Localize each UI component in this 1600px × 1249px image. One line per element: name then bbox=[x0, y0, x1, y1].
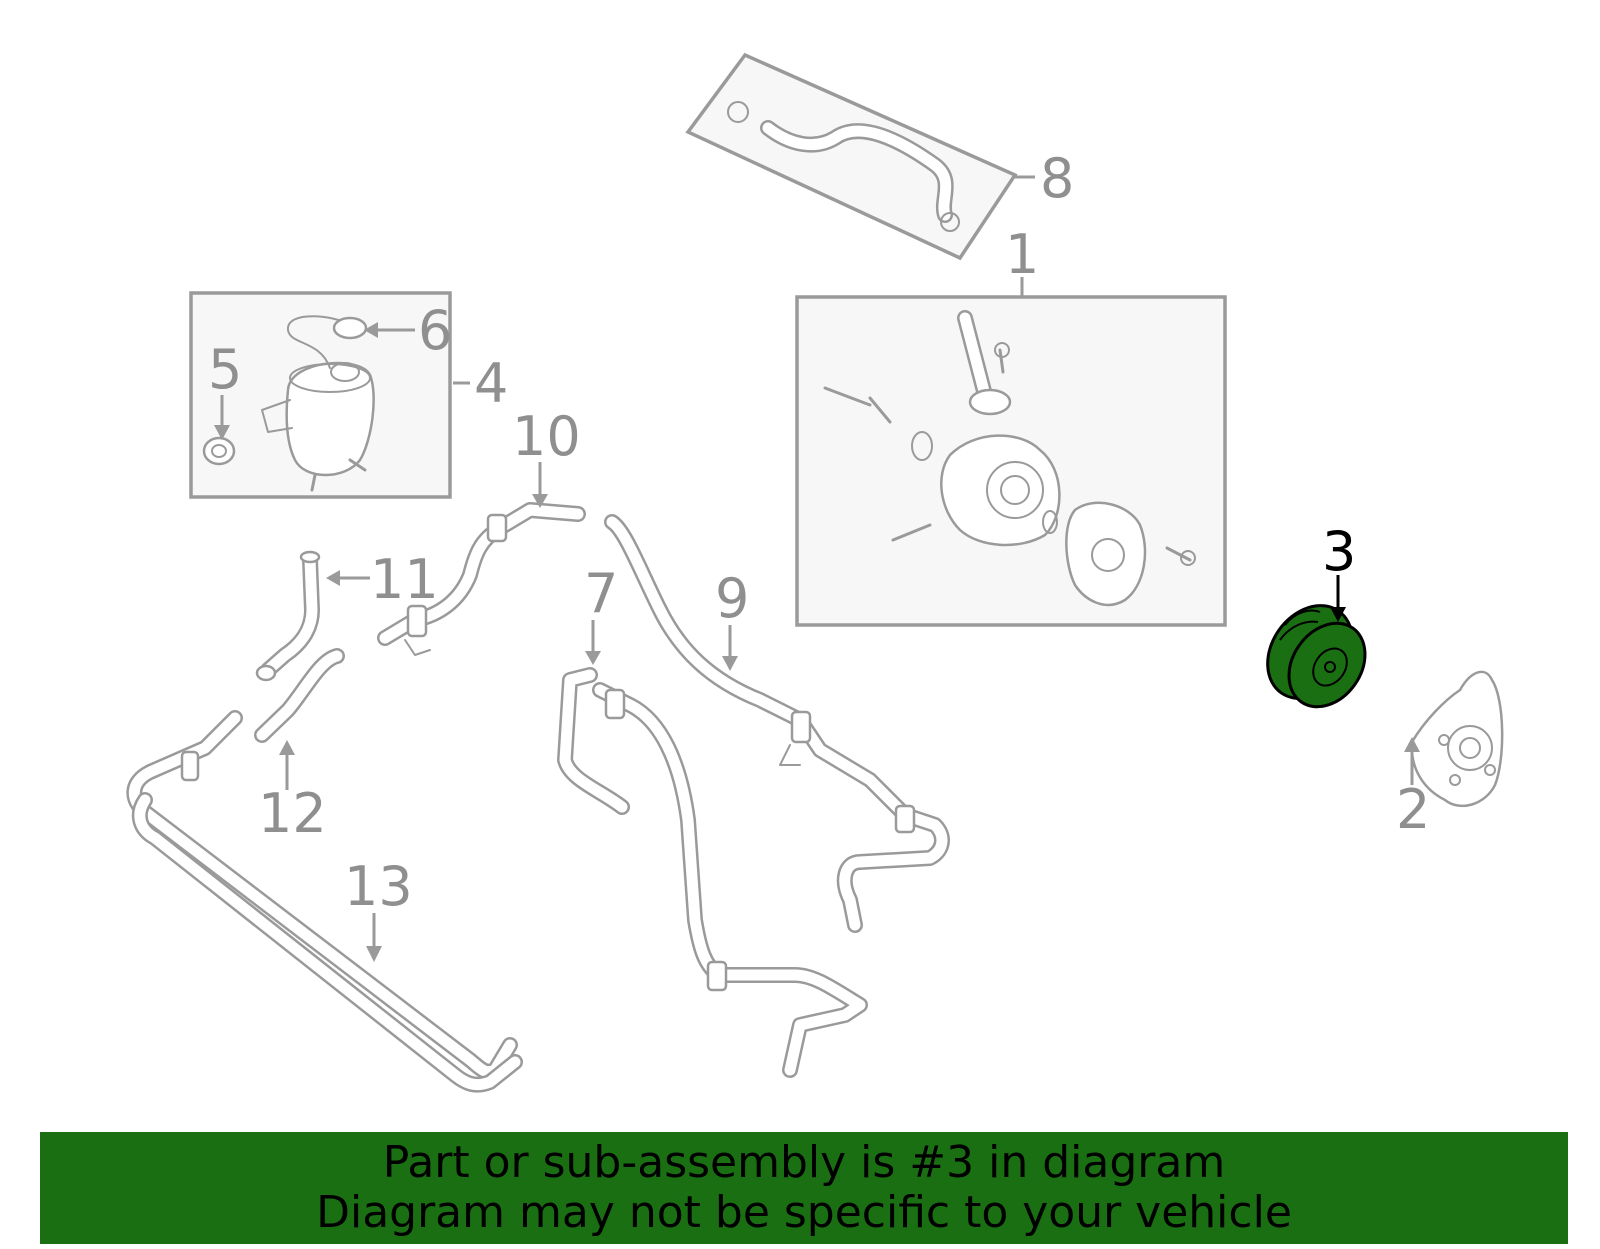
part-3-pulley-highlighted[interactable] bbox=[1250, 575, 1380, 721]
part-7-pressure-tube[interactable] bbox=[557, 620, 868, 1078]
part-10-pressure-hose[interactable] bbox=[377, 462, 586, 656]
callout-12: 12 bbox=[258, 782, 327, 845]
part-2-bracket[interactable] bbox=[1404, 670, 1504, 808]
callout-3: 3 bbox=[1322, 520, 1356, 583]
callout-5: 5 bbox=[208, 338, 242, 401]
banner-line-1: Part or sub-assembly is #3 in diagram bbox=[382, 1137, 1226, 1188]
callout-2: 2 bbox=[1396, 778, 1430, 841]
callout-6: 6 bbox=[418, 299, 452, 362]
callout-13: 13 bbox=[344, 855, 413, 918]
callout-8: 8 bbox=[1040, 147, 1074, 210]
callout-7: 7 bbox=[584, 562, 618, 625]
part-6-reservoir-cap[interactable] bbox=[364, 322, 415, 338]
info-banner: Part or sub-assembly is #3 in diagram Di… bbox=[40, 1132, 1568, 1244]
part-11-return-hose[interactable] bbox=[255, 550, 370, 682]
part-9-return-line[interactable] bbox=[604, 514, 950, 933]
callout-1: 1 bbox=[1005, 223, 1039, 286]
part-8-hose-kit[interactable] bbox=[685, 52, 1035, 261]
callout-11: 11 bbox=[370, 548, 439, 611]
part-12-hose[interactable] bbox=[254, 648, 345, 790]
callout-9: 9 bbox=[715, 567, 749, 630]
callout-10: 10 bbox=[512, 405, 581, 468]
banner-line-2: Diagram may not be specific to your vehi… bbox=[316, 1187, 1292, 1238]
part-13-cooler-tube[interactable] bbox=[126, 710, 523, 1093]
part-1-pump-assembly[interactable] bbox=[795, 277, 1227, 627]
callout-4: 4 bbox=[474, 352, 508, 415]
part-5-grommet[interactable] bbox=[202, 395, 236, 466]
part-4-reservoir-assembly[interactable] bbox=[189, 291, 470, 499]
